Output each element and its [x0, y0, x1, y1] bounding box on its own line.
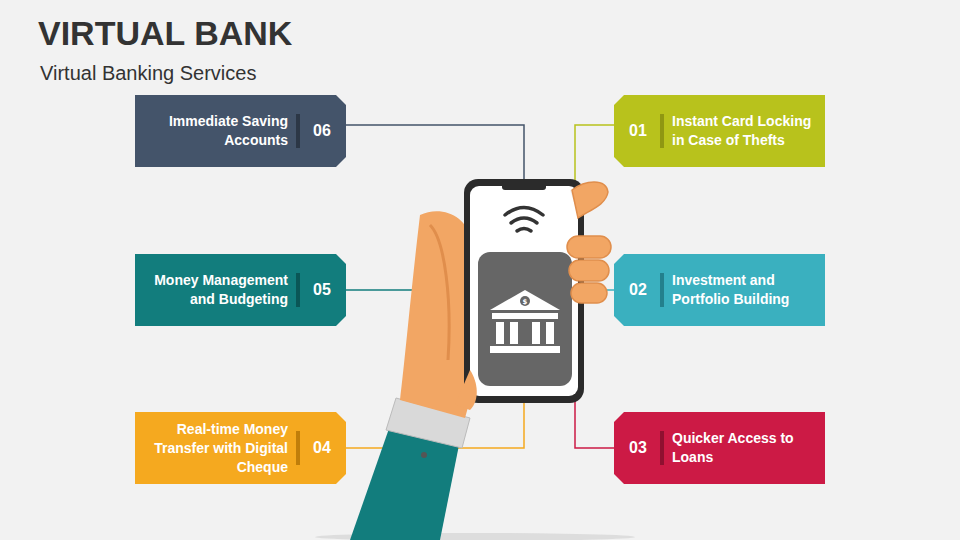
- callout-number: 02: [624, 281, 652, 299]
- feature-box: Immediate Saving Accounts 06: [135, 95, 346, 167]
- callout-number: 05: [308, 281, 336, 299]
- divider-bar: [296, 431, 300, 465]
- feature-label: Instant Card Locking in Case of Thefts: [672, 112, 815, 150]
- divider-bar: [660, 114, 664, 148]
- button: [421, 452, 427, 458]
- wifi-icon: [505, 208, 543, 232]
- bank-icon: [490, 290, 560, 353]
- phone-screen: [470, 186, 578, 396]
- leader-line: [575, 125, 614, 190]
- divider-bar: [296, 273, 300, 307]
- feature-label: Money Management and Budgeting: [145, 271, 288, 309]
- coin-symbol: $: [523, 298, 528, 306]
- hand: [400, 211, 470, 418]
- page-title: VIRTUAL BANK: [38, 14, 292, 53]
- feature-label: Investment and Portfolio Building: [672, 271, 815, 309]
- thumb: [455, 370, 477, 410]
- feature-box: Money Management and Budgeting 05: [135, 254, 346, 326]
- feature-box: 03 Quicker Access to Loans: [614, 412, 825, 484]
- phone-notch: [502, 181, 546, 190]
- feature-box: 01 Instant Card Locking in Case of Thefts: [614, 95, 825, 167]
- feature-label: Real-time Money Transfer with Digital Ch…: [145, 420, 288, 477]
- leader-line: [575, 400, 614, 448]
- feature-box: 02 Investment and Portfolio Building: [614, 254, 825, 326]
- feature-box: Real-time Money Transfer with Digital Ch…: [135, 412, 346, 484]
- coin: [520, 296, 530, 306]
- page-subtitle: Virtual Banking Services: [40, 62, 256, 85]
- divider-bar: [660, 273, 664, 307]
- fingers: [567, 182, 611, 303]
- leader-line: [345, 125, 524, 182]
- feature-label: Immediate Saving Accounts: [145, 112, 288, 150]
- callout-number: 03: [624, 439, 652, 457]
- feature-label: Quicker Access to Loans: [672, 429, 815, 467]
- callout-number: 01: [624, 122, 652, 140]
- callout-number: 04: [308, 439, 336, 457]
- hand-crease: [430, 225, 449, 360]
- bank-tile: [478, 252, 572, 386]
- divider-bar: [296, 114, 300, 148]
- phone-body: [464, 179, 584, 403]
- divider-bar: [660, 431, 664, 465]
- callout-number: 06: [308, 122, 336, 140]
